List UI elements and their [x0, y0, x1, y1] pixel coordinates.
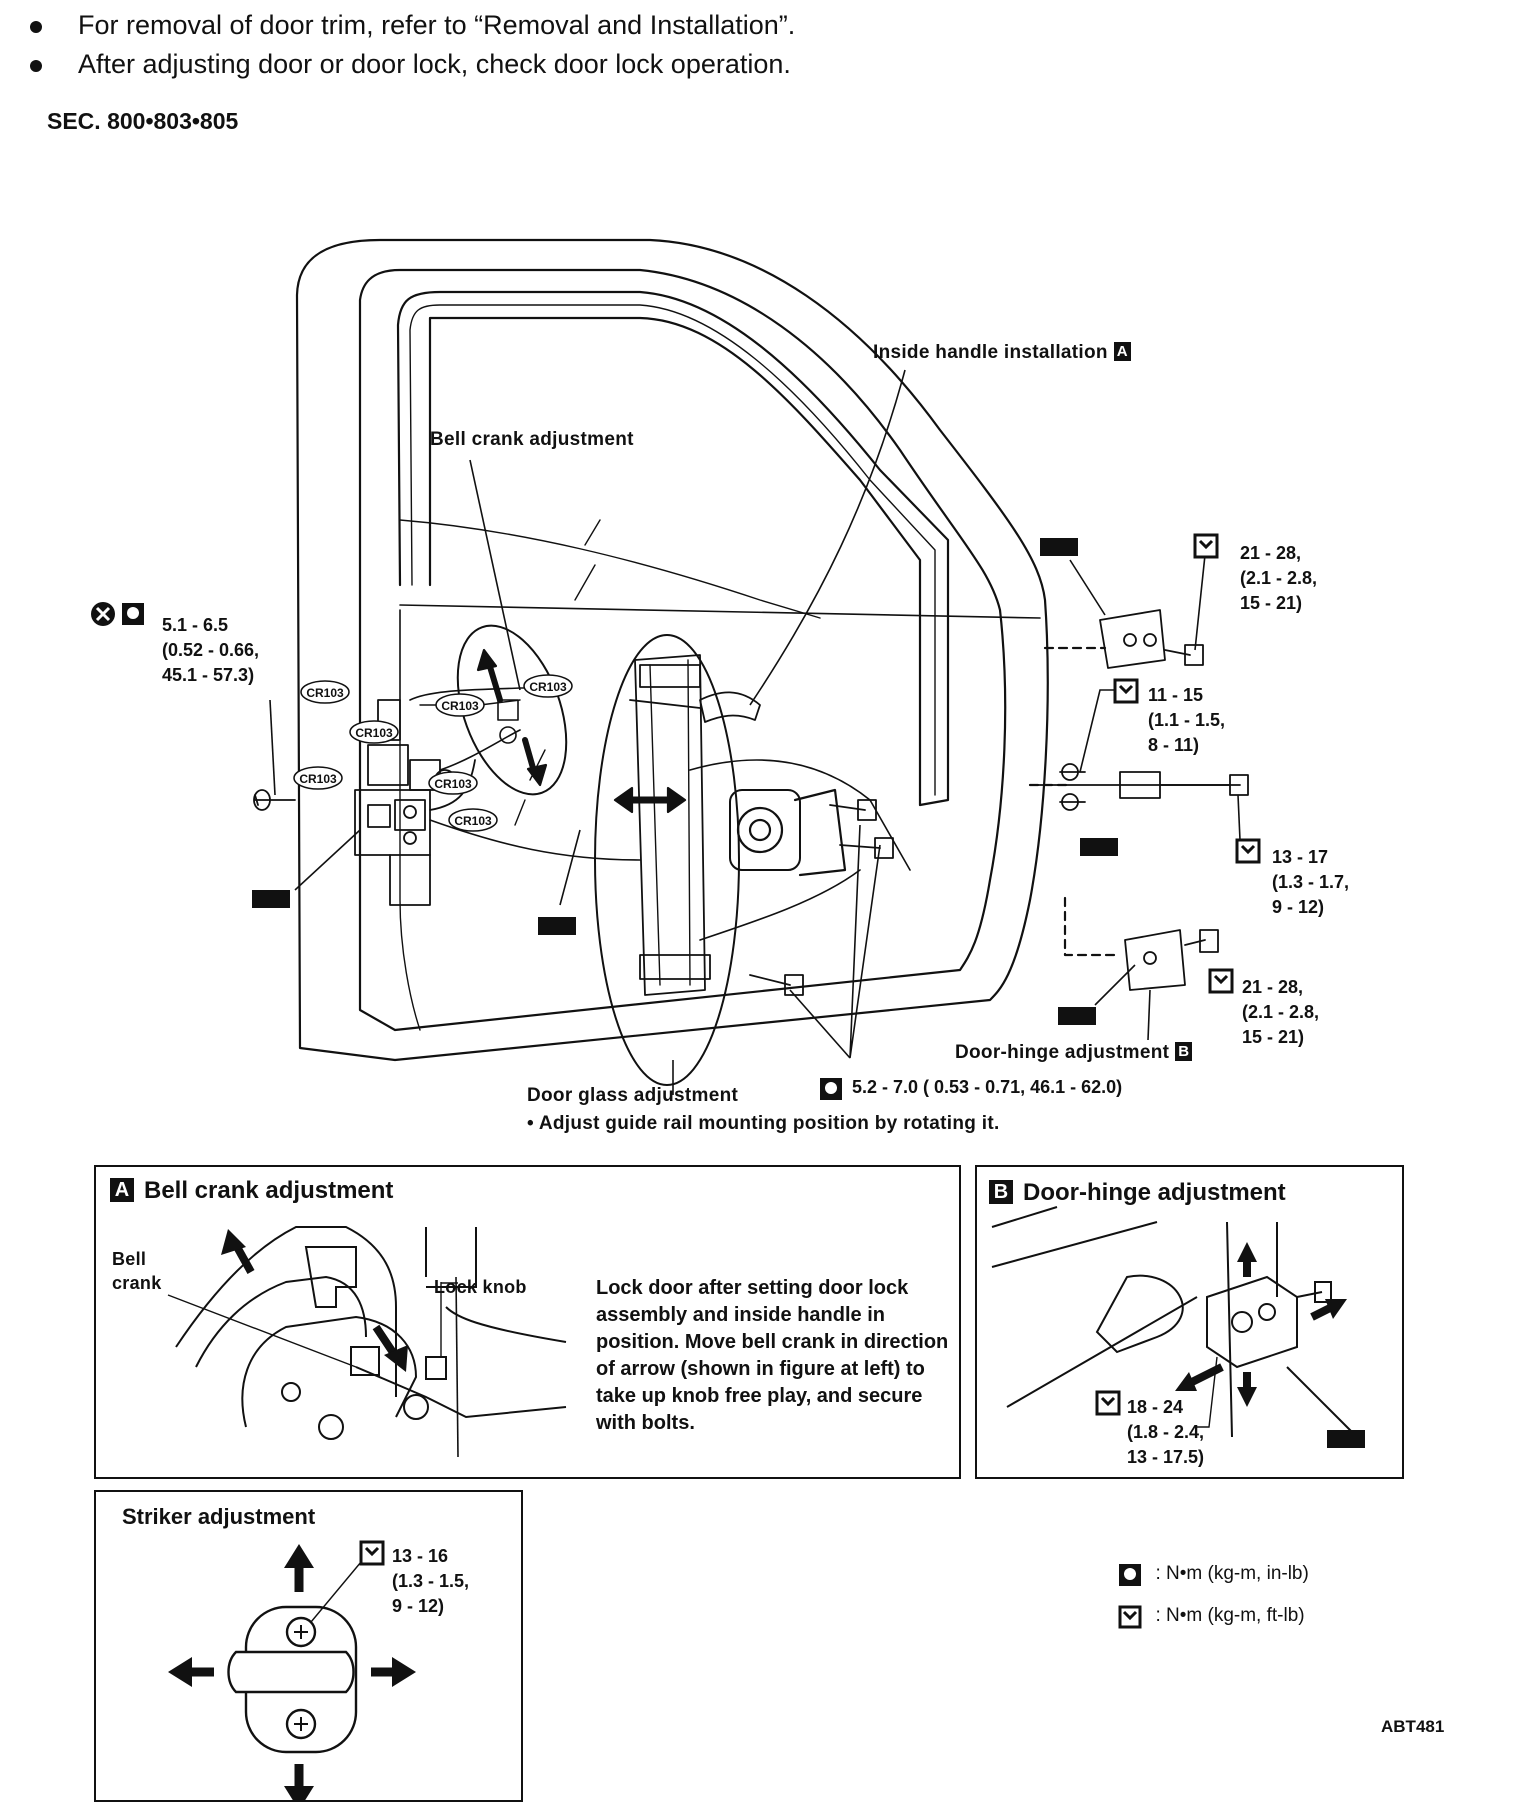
panel-striker: Striker adjustment 13 - 16 (1.3 - 1.5, 9…	[94, 1490, 523, 1802]
torque-wrench-icon	[1235, 838, 1261, 864]
cr103-text: CR103	[529, 680, 567, 694]
cr103-mark: CR103	[523, 674, 573, 698]
callout-tag-b: B	[1175, 1042, 1193, 1061]
torque-wrench-icon	[122, 603, 144, 625]
cr103-text: CR103	[434, 777, 472, 791]
door-check	[1029, 763, 1249, 811]
cr103-mark: CR103	[428, 771, 478, 795]
label-bell-crank: Bell crank adjustment	[430, 429, 634, 450]
label-bell-crank-part: Bell crank	[112, 1249, 162, 1293]
label-door-glass: Door glass adjustment	[527, 1085, 739, 1106]
torque-wrench-icon	[1193, 533, 1219, 559]
panel-title: Striker adjustment	[122, 1504, 316, 1529]
window-motor	[729, 788, 847, 877]
upper-hinge	[1099, 609, 1204, 669]
glass-belt-line	[399, 604, 1041, 619]
torque-striker: 13 - 16 (1.3 - 1.5, 9 - 12)	[392, 1546, 470, 1616]
guide-rail	[634, 654, 706, 996]
panel-title-text: Door-hinge adjustment	[1023, 1179, 1286, 1206]
label-door-glass-note: • Adjust guide rail mounting position by…	[527, 1113, 1000, 1134]
torque-wrench-icon	[1208, 968, 1234, 994]
torque-door-check-b: 13 - 17 (1.3 - 1.7, 9 - 12)	[1272, 847, 1350, 917]
glass-upper-line	[399, 519, 821, 619]
panel-tag-b: B	[989, 1180, 1013, 1204]
torque-lock-bolts: 5.1 - 6.5 (0.52 - 0.66, 45.1 - 57.3)	[162, 615, 260, 685]
door-lower-panel	[399, 699, 421, 1031]
panel-tag-a: A	[110, 1178, 134, 1202]
bullet-icon	[30, 20, 42, 33]
torque-wrench-icon	[1113, 678, 1139, 704]
bolts	[253, 789, 894, 996]
cr103-mark: CR103	[349, 720, 399, 744]
cr103-text: CR103	[306, 686, 344, 700]
section-code: SEC. 800•803•805	[47, 108, 239, 134]
bullet-icon	[30, 59, 42, 72]
lock-rods	[399, 609, 641, 861]
striker-figure	[168, 1540, 416, 1800]
bell-crank-instructions: Lock door after setting door lock assemb…	[596, 1277, 949, 1434]
panel-door-hinge: B Door-hinge adjustment 18 - 24 (1.8 - 2.…	[975, 1165, 1404, 1479]
cr103-mark: CR103	[435, 693, 485, 717]
torque-upper-hinge: 21 - 28, (2.1 - 2.8, 15 - 21)	[1240, 543, 1318, 613]
adjust-block-icon	[1040, 538, 1078, 556]
label-door-hinge: Door-hinge adjustment B	[955, 1042, 1193, 1064]
note-text: For removal of door trim, refer to “Remo…	[78, 10, 796, 40]
door-outer-frame	[295, 238, 1049, 1062]
door-inner-frame	[358, 268, 1007, 1032]
adjust-block-icon	[1080, 838, 1118, 856]
cr103-mark: CR103	[300, 680, 350, 704]
window-sash-outer	[396, 290, 950, 807]
legend-row: : N•m (kg-m, in-lb)	[1117, 1562, 1309, 1604]
adjust-block-icon	[538, 917, 576, 935]
torque-wrench-icon	[1095, 1390, 1121, 1416]
figure-code: ABT481	[1381, 1717, 1445, 1736]
torque-wrench-icon	[820, 1078, 842, 1100]
cr103-markers: CR103 CR103 CR103 CR103 CR103 CR103 CR10…	[293, 674, 573, 832]
torque-lower-hinge: 21 - 28, (2.1 - 2.8, 15 - 21)	[1242, 977, 1320, 1047]
adjust-block-icon	[1327, 1430, 1365, 1448]
legend-text: : N•m (kg-m, ft-lb)	[1155, 1605, 1305, 1627]
panel-title: B Door-hinge adjustment	[989, 1179, 1286, 1207]
legend: : N•m (kg-m, in-lb) : N•m (kg-m, ft-lb)	[1117, 1562, 1309, 1646]
adjust-block-icon	[1058, 1007, 1096, 1025]
window-sash-inner	[409, 304, 936, 796]
label-text: Inside handle installation	[873, 342, 1108, 363]
torque-wrench-icon	[1119, 1564, 1141, 1586]
lower-hinge	[1124, 929, 1219, 991]
cr103-text: CR103	[454, 814, 492, 828]
label-inside-handle: Inside handle installation A	[873, 342, 1131, 364]
torque-wrench-icon	[1118, 1605, 1142, 1629]
legend-row: : N•m (kg-m, ft-lb)	[1117, 1604, 1309, 1646]
cr103-text: CR103	[299, 772, 337, 786]
label-lock-knob: Lock knob	[434, 1277, 527, 1297]
cr103-mark: CR103	[293, 766, 343, 790]
cr103-text: CR103	[355, 726, 393, 740]
panel-bell-crank: A Bell crank adjustment Bell crank Lock k…	[94, 1165, 961, 1479]
bell-crank-figure	[167, 1226, 567, 1458]
callout-tag-a: A	[1113, 342, 1131, 361]
adjust-block-icon	[252, 890, 290, 908]
legend-text: : N•m (kg-m, in-lb)	[1155, 1563, 1309, 1585]
inside-handle	[629, 691, 761, 723]
label-text: Door-hinge adjustment	[955, 1042, 1170, 1063]
hinge-dash-bot	[1063, 896, 1122, 957]
torque-hinge-adjust: 18 - 24 (1.8 - 2.4, 13 - 17.5)	[1127, 1397, 1205, 1467]
regulator-cable	[689, 759, 911, 941]
door-hinge-figure	[991, 1206, 1365, 1448]
panel-title: A Bell crank adjustment	[110, 1177, 393, 1205]
adjust-block-icons	[252, 538, 1118, 1025]
guide-rail-highlight	[594, 634, 740, 1086]
note-trim-removal: For removal of door trim, refer to “Remo…	[30, 10, 795, 41]
no-reuse-icon	[91, 602, 115, 626]
panel-title-text: Bell crank adjustment	[144, 1177, 394, 1204]
cr103-text: CR103	[441, 699, 479, 713]
torque-wrench-icon	[359, 1540, 385, 1566]
torque-icons	[91, 533, 1261, 1100]
cr103-mark: CR103	[448, 808, 498, 832]
note-text: After adjusting door or door lock, check…	[78, 49, 791, 79]
torque-door-check-a: 11 - 15 (1.1 - 1.5, 8 - 11)	[1148, 685, 1226, 755]
note-lock-operation: After adjusting door or door lock, check…	[30, 49, 791, 80]
torque-regulator-bolts: 5.2 - 7.0 ( 0.53 - 0.71, 46.1 - 62.0)	[852, 1077, 1123, 1097]
